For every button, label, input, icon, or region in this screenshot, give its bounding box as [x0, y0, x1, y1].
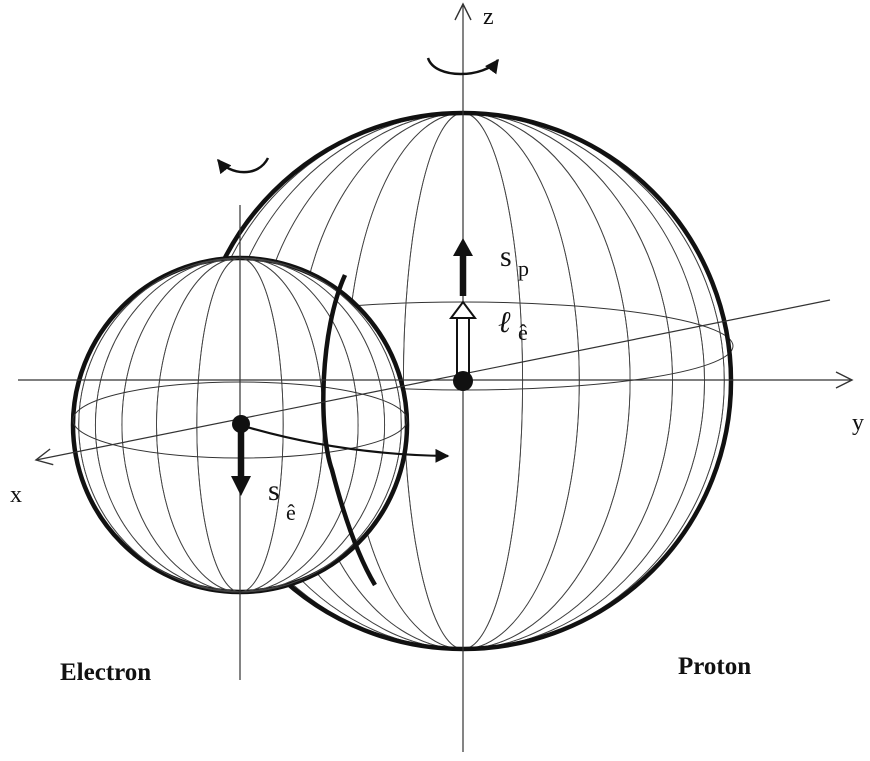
- orbital-arrow-shaft: [456, 317, 470, 375]
- orbit-arrow: [239, 423, 450, 463]
- proton-label: Proton: [678, 653, 751, 680]
- proton-spin-subscript: p: [518, 256, 529, 281]
- orbital-arrowhead: [449, 300, 477, 319]
- electron-spin-subscript: ê: [286, 500, 296, 525]
- electron-spin-label: s: [268, 474, 280, 507]
- electron-spin-arrowhead: [231, 476, 251, 496]
- proton-spin-arrowhead: [453, 238, 473, 256]
- x-axis-label: x: [10, 482, 22, 508]
- orbital-subscript: ê: [518, 320, 528, 345]
- electron-label: Electron: [60, 659, 151, 686]
- proton-rotation-icon: [426, 57, 500, 76]
- electron-rotation-icon: [217, 157, 270, 175]
- proton-front-arc: [321, 274, 377, 587]
- y-axis-label: y: [852, 410, 864, 436]
- x-axis: [34, 299, 831, 466]
- z-axis-label: z: [483, 4, 494, 30]
- proton-center-dot: [453, 371, 473, 391]
- electron-center-dot: [232, 415, 250, 433]
- proton-spin-label: s: [500, 240, 512, 273]
- orbital-label: ℓ: [498, 306, 511, 339]
